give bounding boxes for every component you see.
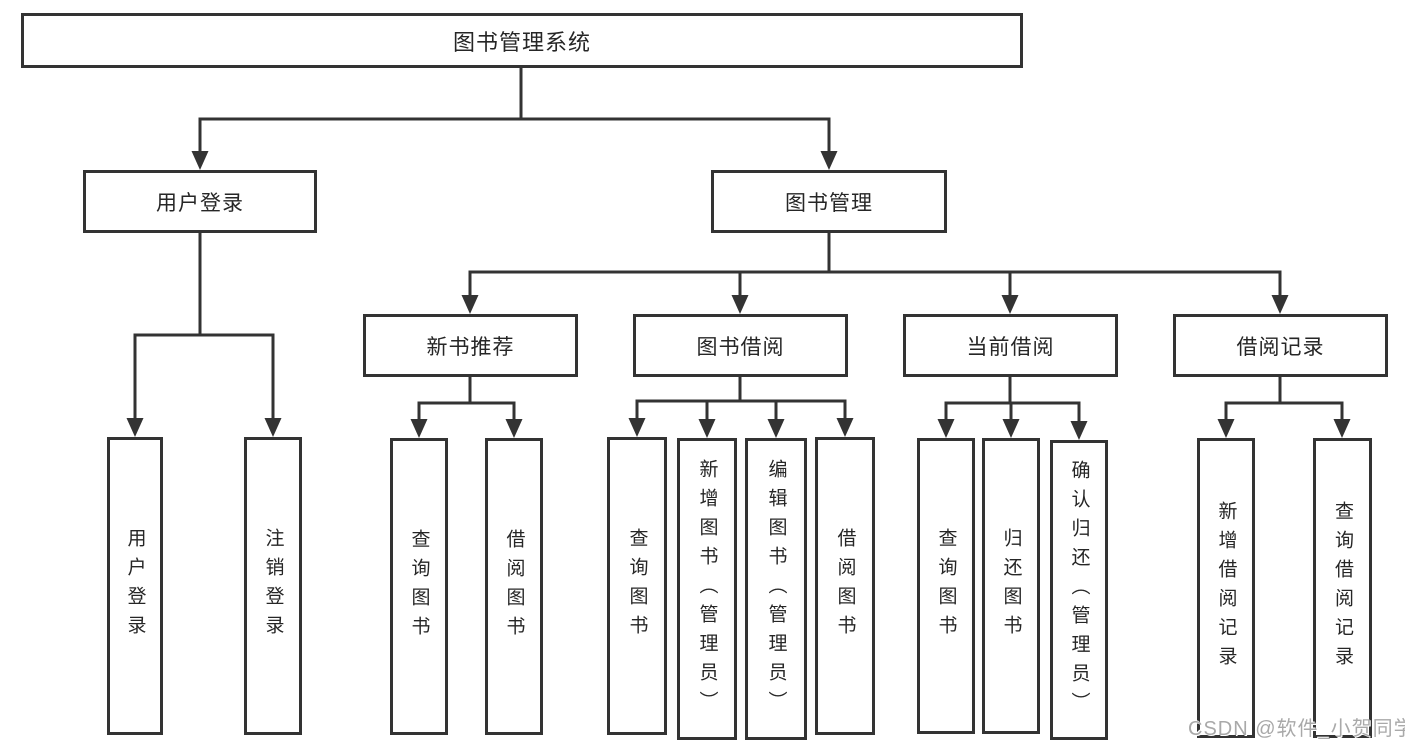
- leaf-edit-book-admin: 编辑图书（管理员）: [745, 438, 807, 740]
- leaf-add-book-admin: 新增图书（管理员）: [677, 438, 737, 740]
- leaf-borrow-books-2: 借阅图书: [815, 437, 875, 735]
- node-label: 注销登录: [262, 528, 284, 644]
- node-book-borrowing: 图书借阅: [633, 314, 848, 377]
- node-label: 新书推荐: [426, 335, 515, 359]
- node-book-management: 图书管理: [711, 170, 947, 233]
- leaf-query-books-2: 查询图书: [607, 437, 667, 735]
- node-label: 编辑图书（管理员）: [765, 458, 787, 720]
- node-label: 确认归还（管理员）: [1068, 459, 1090, 721]
- node-label: 当前借阅: [966, 335, 1055, 359]
- node-new-book-recommend: 新书推荐: [363, 314, 578, 377]
- node-label: 借阅图书: [834, 528, 856, 644]
- leaf-query-books-3: 查询图书: [917, 438, 975, 734]
- node-label: 用户登录: [156, 191, 244, 215]
- node-label: 图书借阅: [696, 335, 785, 359]
- node-label: 查询图书: [408, 528, 430, 645]
- node-label: 图书管理系统: [452, 29, 591, 55]
- leaf-return-books: 归还图书: [982, 438, 1040, 734]
- leaf-confirm-return-admin: 确认归还（管理员）: [1050, 440, 1108, 740]
- node-library-system: 图书管理系统: [21, 13, 1023, 68]
- node-label: 查询借阅记录: [1332, 501, 1353, 675]
- watermark: CSDN @软件_小贺同学: [1188, 718, 1405, 740]
- node-label: 借阅记录: [1236, 335, 1325, 359]
- node-label: 查询图书: [935, 528, 957, 644]
- node-label: 新增图书（管理员）: [696, 458, 718, 720]
- node-user-login-branch: 用户登录: [83, 170, 317, 233]
- leaf-user-login: 用户登录: [107, 437, 163, 735]
- node-label: 查询图书: [626, 528, 648, 644]
- node-current-borrowing: 当前借阅: [903, 314, 1118, 377]
- leaf-query-borrow-record: 查询借阅记录: [1313, 438, 1372, 738]
- leaf-add-borrow-record: 新增借阅记录: [1197, 438, 1255, 738]
- node-label: 新增借阅记录: [1215, 501, 1237, 675]
- node-label: 图书管理: [785, 191, 873, 215]
- node-borrow-records: 借阅记录: [1173, 314, 1388, 377]
- node-label: 借阅图书: [503, 528, 525, 645]
- node-label: 用户登录: [124, 528, 146, 644]
- node-label: 归还图书: [1000, 528, 1022, 644]
- leaf-borrow-books-1: 借阅图书: [485, 438, 543, 735]
- leaf-logout: 注销登录: [244, 437, 302, 735]
- leaf-query-books-1: 查询图书: [390, 438, 448, 735]
